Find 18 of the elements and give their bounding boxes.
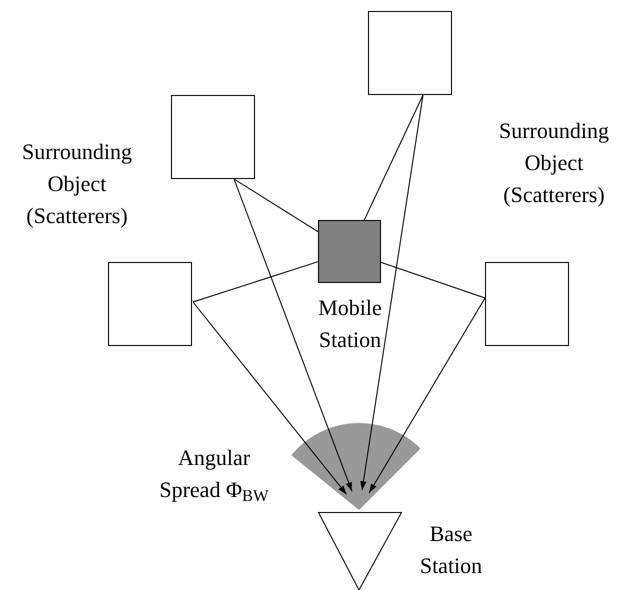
scatterer-box — [171, 95, 255, 179]
scatterer-box — [368, 11, 452, 95]
text-label: Surrounding Object (Scatterers) — [499, 118, 609, 207]
mobile-station-box — [318, 220, 381, 283]
node-label: Base Station — [420, 521, 482, 578]
text-label: Angular Spread Φ$_{BW}$ — [159, 445, 269, 502]
connector-line — [380, 262, 486, 298]
arrow — [192, 302, 348, 495]
scatterer-box — [108, 262, 192, 346]
node-label: Mobile Station — [318, 295, 382, 352]
arrow — [368, 298, 486, 494]
connector-line — [234, 178, 318, 232]
connector-line — [192, 261, 318, 302]
connector-line — [364, 94, 424, 220]
arrow — [234, 178, 352, 492]
arrow — [360, 94, 424, 491]
text-label: Surrounding Object (Scatterers) — [22, 139, 132, 228]
scatterer-box — [485, 262, 569, 346]
